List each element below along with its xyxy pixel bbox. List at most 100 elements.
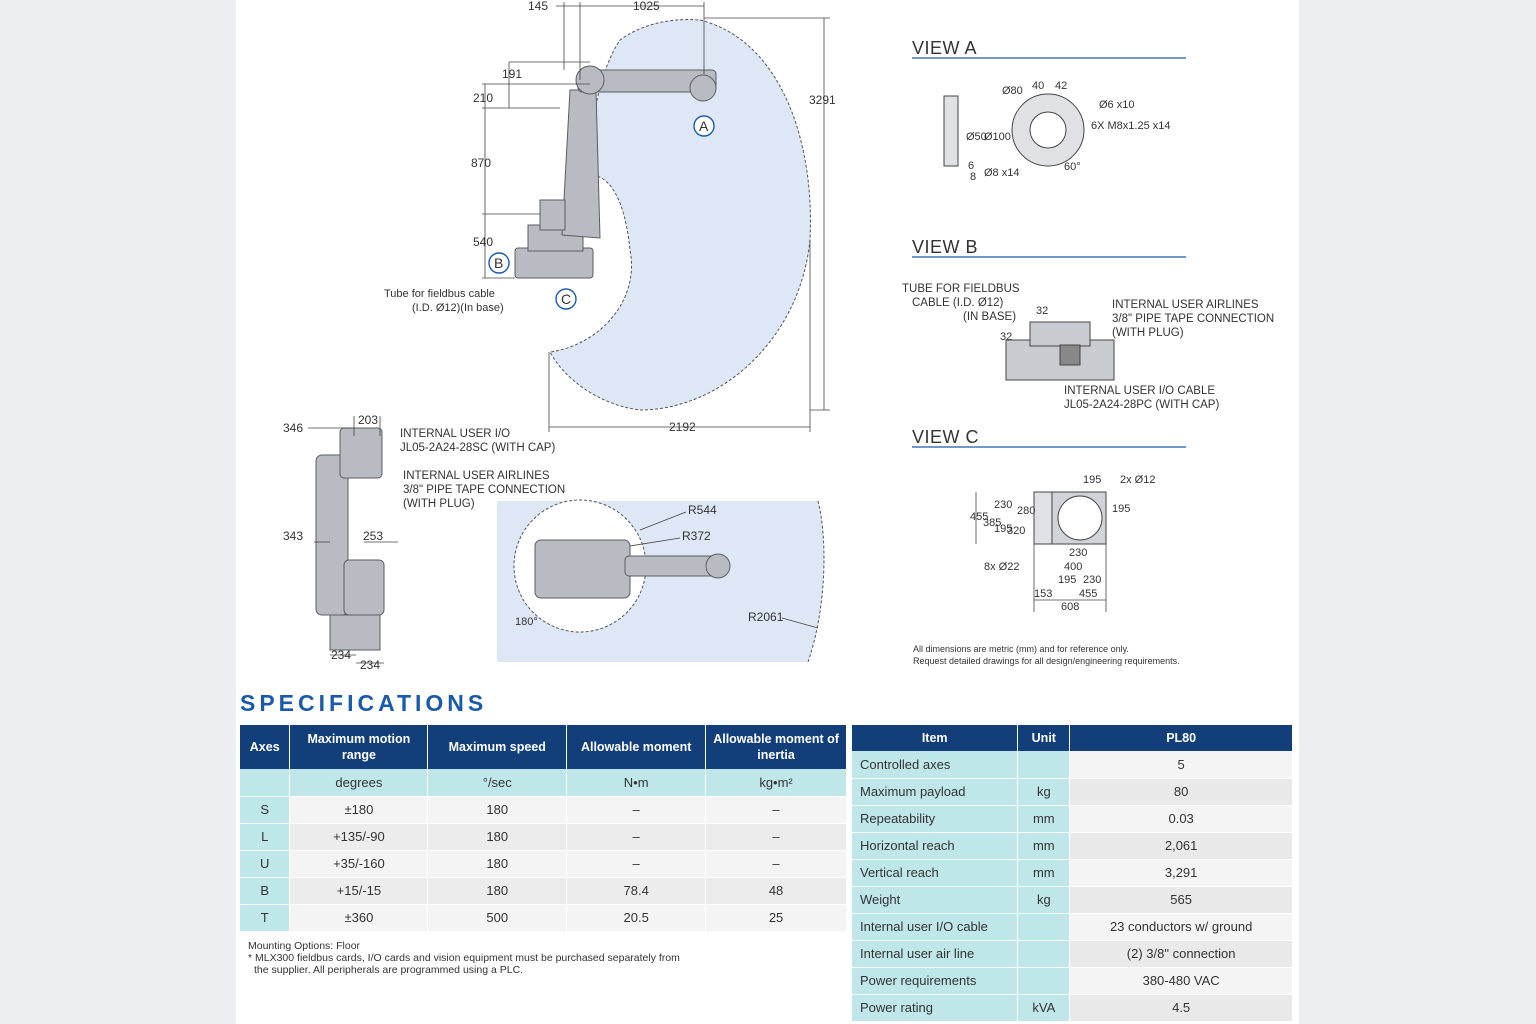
technical-drawings: 145 1025 191 210 870 540 3291 2192 A B C…	[283, 0, 1274, 672]
robot-rear-silhouette	[315, 427, 385, 651]
dim-top-180deg: 180°	[515, 616, 538, 628]
cell-max-speed: 180	[427, 850, 568, 878]
view-c-dim-195-b: 195	[1058, 574, 1076, 586]
cell-item: Internal user air line	[852, 940, 1019, 968]
cell-item: Internal user I/O cable	[852, 913, 1019, 941]
cell-unit: kg	[1017, 886, 1071, 914]
cell-allowable-moment: –	[566, 823, 707, 851]
cell-axis: S	[240, 796, 291, 824]
unit-allowable-moment: N•m	[566, 769, 707, 797]
cell-moment-of-inertia: 25	[705, 904, 847, 932]
header-motion-range: Maximum motion range	[289, 725, 429, 769]
view-c-dim-195-top: 195	[1083, 474, 1101, 486]
view-c-base-plan	[1033, 491, 1107, 545]
view-b-io-note-1: INTERNAL USER I/O CABLE	[1064, 385, 1215, 397]
cell-max-speed: 180	[427, 877, 568, 905]
dim-side-870: 870	[471, 156, 491, 170]
dim-rear-203: 203	[358, 413, 378, 427]
dim-rear-234-b: 234	[360, 658, 380, 672]
view-c-dim-455-h: 455	[1079, 588, 1097, 600]
view-c-dim-195-v: 195	[994, 523, 1012, 535]
dim-side-540: 540	[473, 235, 493, 249]
cell-item: Repeatability	[852, 805, 1019, 833]
cell-motion-range: +35/-160	[289, 850, 429, 878]
view-a-dim-8: 8	[970, 171, 976, 183]
cell-allowable-moment: –	[566, 850, 707, 878]
specifications-heading: SPECIFICATIONS	[240, 690, 488, 716]
specifications-footnote: Mounting Options: Floor * MLX300 fieldbu…	[248, 940, 680, 976]
callout-a: A	[699, 118, 709, 134]
view-b-dim-32-side: 32	[1000, 331, 1012, 343]
axes-spec-table: Axes Maximum motion range Maximum speed …	[240, 725, 847, 932]
view-c-dim-195-r: 195	[1112, 503, 1130, 515]
cell-axis: T	[240, 904, 291, 932]
view-c-dim-385: 385	[983, 517, 1001, 529]
cell-unit: mm	[1017, 859, 1071, 887]
rear-air-note-line-3: (WITH PLUG)	[403, 498, 475, 510]
view-a-dim-60deg: 60°	[1064, 161, 1081, 173]
view-b-air-note-1: INTERNAL USER AIRLINES	[1112, 299, 1259, 311]
callout-b: B	[494, 255, 503, 271]
view-a-flange	[943, 93, 1085, 167]
view-c-dim-230-b: 230	[1083, 574, 1101, 586]
view-a-dim-42: 42	[1055, 80, 1067, 92]
unit-moment-of-inertia: kg•m²	[705, 769, 847, 797]
dim-rear-253: 253	[363, 529, 383, 543]
view-b-tube-note-2: CABLE (I.D. Ø12)	[912, 297, 1004, 309]
cell-motion-range: +15/-15	[289, 877, 429, 905]
header-unit: Unit	[1017, 725, 1071, 751]
callout-a-circle	[693, 115, 715, 137]
footnote-line-3: the supplier. All peripherals are progra…	[254, 964, 524, 976]
cell-axis: L	[240, 823, 291, 851]
callout-b-circle	[488, 252, 510, 274]
view-b-tube-note-3: (IN BASE)	[963, 311, 1016, 323]
cell-moment-of-inertia: –	[705, 796, 847, 824]
cell-max-speed: 180	[427, 823, 568, 851]
cell-axis: U	[240, 850, 291, 878]
cell-motion-range: +135/-90	[289, 823, 429, 851]
dim-top-r372: R372	[682, 529, 711, 543]
view-a-title: VIEW A	[912, 38, 977, 58]
rear-air-note-line-2: 3/8" PIPE TAPE CONNECTION	[403, 484, 565, 496]
dimensions-note-line-2: Request detailed drawings for all design…	[913, 656, 1180, 666]
view-b-air-note-3: (WITH PLUG)	[1112, 327, 1184, 339]
view-c-title: VIEW C	[912, 427, 979, 447]
view-a-dim-40: 40	[1032, 80, 1044, 92]
dim-side-1025: 1025	[633, 0, 660, 13]
dim-rear-346: 346	[283, 421, 303, 435]
cell-unit	[1017, 913, 1071, 941]
robot-top-silhouette	[534, 539, 731, 599]
cell-value: 23 conductors w/ ground	[1069, 913, 1293, 941]
cell-value: 2,061	[1069, 832, 1293, 860]
cell-item: Power requirements	[852, 967, 1019, 995]
dim-side-210: 210	[473, 91, 493, 105]
header-model: PL80	[1069, 725, 1293, 751]
unit-motion-range: degrees	[289, 769, 429, 797]
cell-motion-range: ±180	[289, 796, 429, 824]
dimensions-note-line-1: All dimensions are metric (mm) and for r…	[913, 644, 1129, 654]
view-c-dim-230-v: 230	[994, 499, 1012, 511]
cell-unit: kVA	[1017, 994, 1071, 1022]
base-tube-note-line-1: Tube for fieldbus cable	[384, 288, 495, 300]
cell-item: Controlled axes	[852, 751, 1019, 779]
view-c-dim-455-v: 455	[970, 511, 988, 523]
header-max-speed: Maximum speed	[427, 725, 568, 769]
view-a-dim-m8: 6X M8x1.25 x14	[1091, 120, 1171, 132]
cell-value: 3,291	[1069, 859, 1293, 887]
view-a-dim-d8: Ø8 x14	[984, 167, 1019, 179]
callout-c: C	[561, 291, 571, 307]
rear-io-note-line-2: JL05-2A24-28SC (WITH CAP)	[400, 442, 555, 454]
robot-side-silhouette	[514, 65, 717, 279]
view-c-dim-320: 320	[1007, 525, 1025, 537]
item-table-header-row: Item Unit PL80	[852, 725, 1293, 751]
